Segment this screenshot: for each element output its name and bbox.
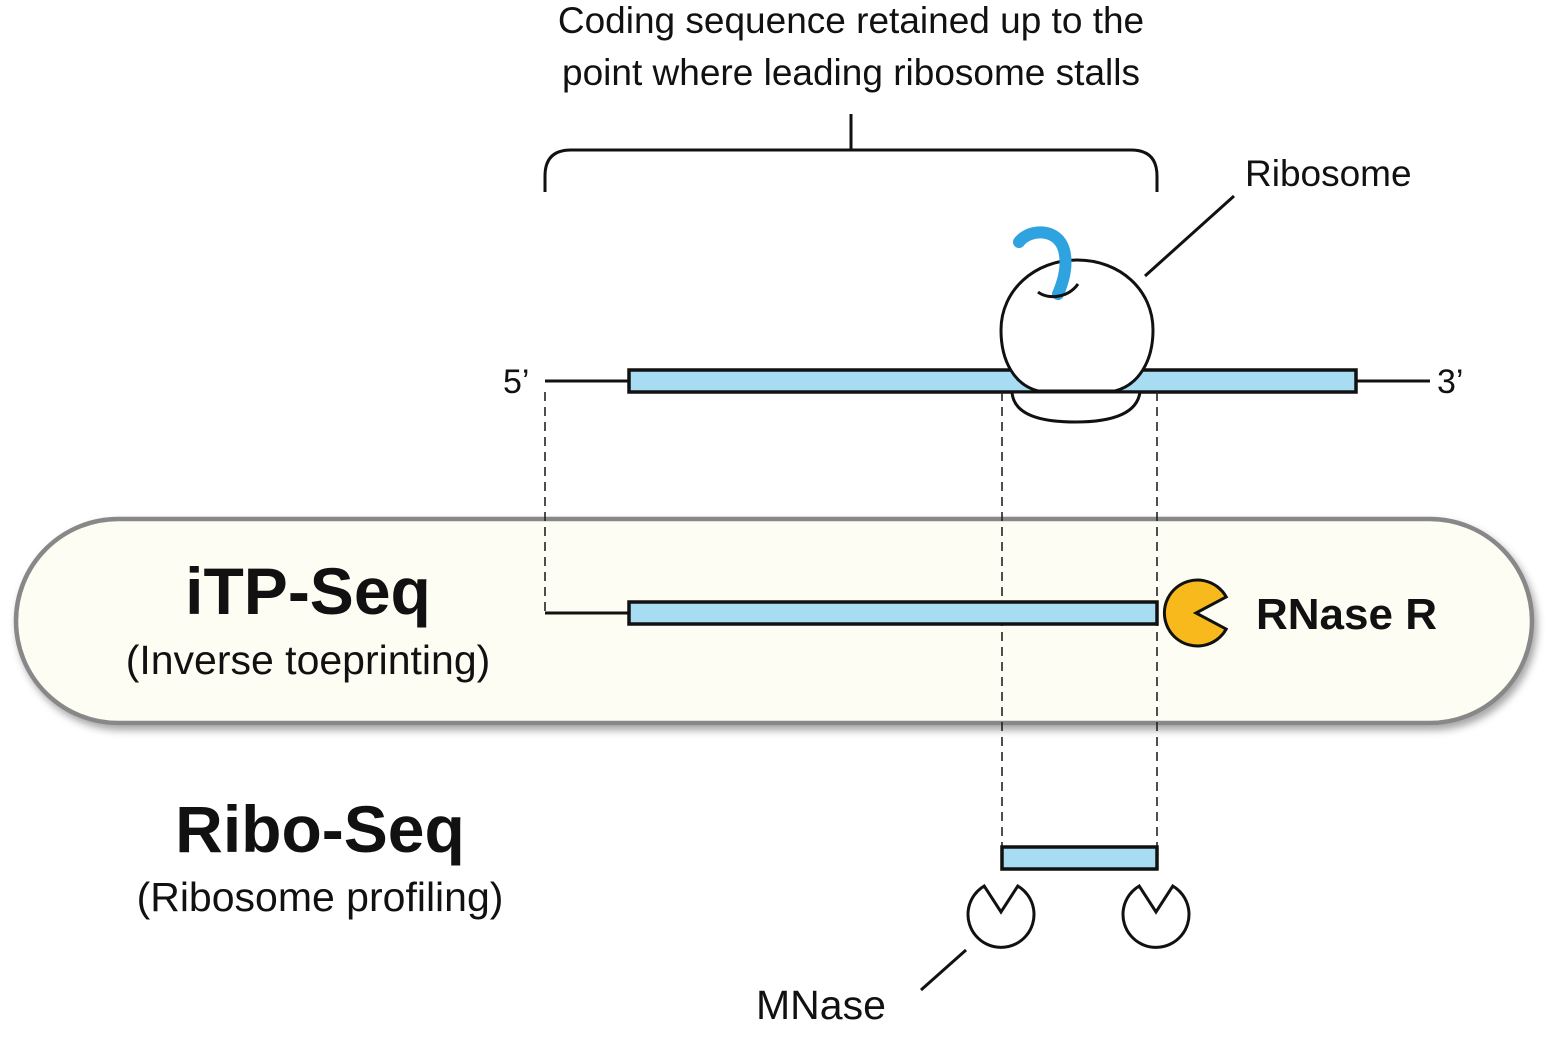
- rnase-r-icon: [1162, 578, 1229, 648]
- itp-seq-subtitle: (Inverse toeprinting): [126, 637, 491, 683]
- five-prime-label: 5’: [503, 363, 529, 401]
- three-prime-label: 3’: [1437, 363, 1463, 401]
- ribosome-small-subunit: [1010, 390, 1142, 424]
- peptide-exit-tunnel: [1037, 283, 1080, 299]
- mnase-pointer-line: [920, 948, 967, 992]
- ribo-seq-title: Ribo-Seq: [175, 792, 465, 866]
- mnase-icon-right: [1121, 883, 1191, 949]
- mrna-coding-sequence: [627, 368, 1358, 394]
- itp-fragment: [627, 600, 1159, 626]
- ribosome-label: Ribosome: [1245, 153, 1412, 194]
- mnase-icon-left: [966, 883, 1036, 949]
- annotation-line-1: Coding sequence retained up to the: [558, 0, 1144, 41]
- annotation-line-2: point where leading ribosome stalls: [562, 52, 1140, 93]
- nascent-peptide: [1013, 226, 1072, 300]
- ribosome-footprint: [1000, 845, 1159, 871]
- ribosome-large-subunit: [999, 258, 1155, 393]
- itp-seq-title: iTP-Seq: [185, 554, 431, 628]
- ribosome-pointer-line: [1143, 194, 1236, 278]
- bracket: [543, 114, 1159, 192]
- mnase-label: MNase: [756, 982, 886, 1028]
- ribo-seq-subtitle: (Ribosome profiling): [137, 874, 504, 920]
- rnase-r-label: RNase R: [1256, 590, 1437, 639]
